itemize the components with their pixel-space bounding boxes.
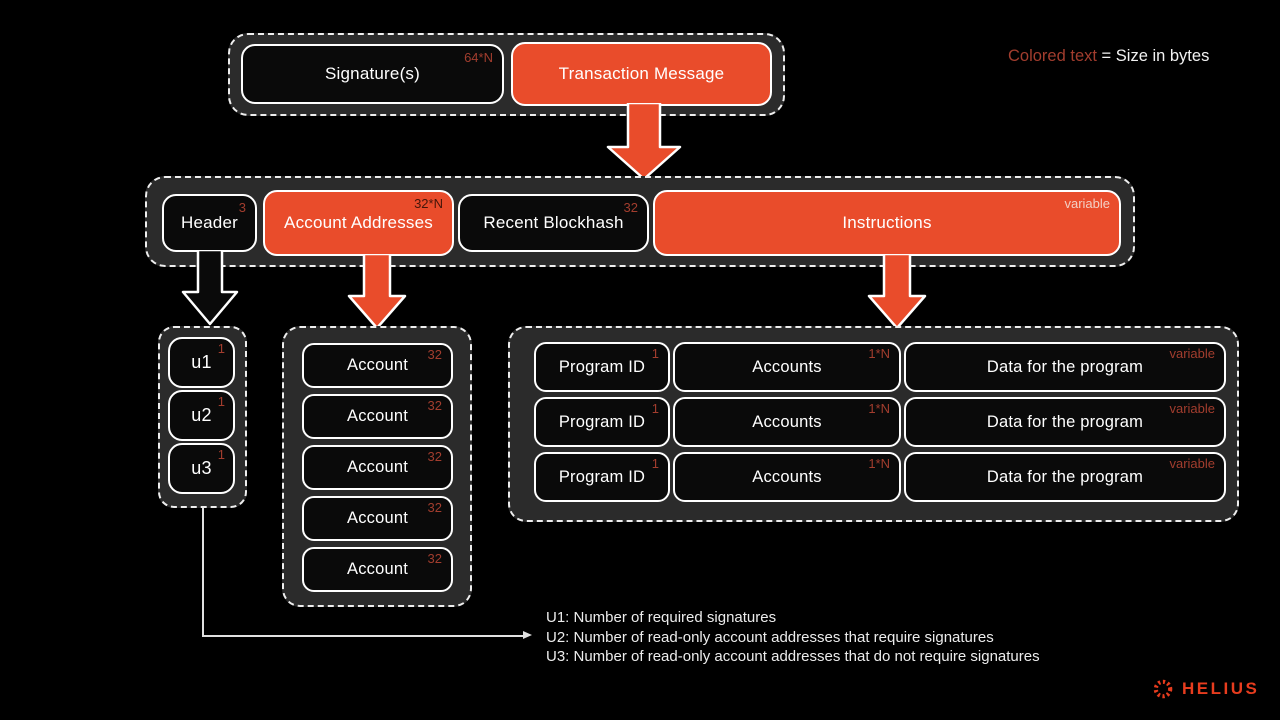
instr-accounts-label: Accounts: [752, 412, 822, 431]
program-id-size: 1: [651, 456, 659, 471]
note-u1: U1: Number of required signatures: [546, 609, 777, 626]
account-size: 32: [427, 449, 442, 464]
recent-blockhash-size: 32: [623, 200, 638, 215]
program-id-node: Program ID 1: [534, 452, 670, 502]
instr-accounts-size: 1*N: [868, 401, 890, 416]
legend-size-in-bytes: Colored text = Size in bytes: [1008, 47, 1209, 66]
account-node: Account 32: [302, 496, 453, 541]
program-id-label: Program ID: [558, 467, 646, 486]
arrow-header-down-icon: [181, 250, 239, 326]
account-node: Account 32: [302, 547, 453, 592]
program-id-node: Program ID 1: [534, 342, 670, 392]
notes-connector-horizontal: [202, 635, 524, 637]
account-size: 32: [427, 347, 442, 362]
u3-label: u3: [191, 458, 212, 478]
notes-connector-arrowhead-icon: [523, 631, 532, 639]
instr-data-size: variable: [1169, 456, 1215, 471]
instr-data-label: Data for the program: [986, 412, 1144, 431]
account-addresses-label: Account Addresses: [284, 213, 433, 232]
program-id-size: 1: [651, 346, 659, 361]
account-node: Account 32: [302, 445, 453, 490]
account-size: 32: [427, 551, 442, 566]
instructions-node: Instructions variable: [653, 190, 1121, 256]
transaction-group: Signature(s) 64*N Transaction Message: [228, 33, 785, 116]
header-field-notes: U1: Number of required signatures U2: Nu…: [546, 608, 1040, 667]
accounts-group: Account 32 Account 32 Account 32 Account…: [282, 326, 472, 607]
instr-data-size: variable: [1169, 346, 1215, 361]
program-id-size: 1: [651, 401, 659, 416]
transaction-message-node: Transaction Message: [511, 42, 772, 106]
account-label: Account: [346, 407, 409, 425]
u2-label: u2: [191, 405, 212, 425]
helius-logo-icon: [1153, 679, 1173, 699]
notes-connector-vertical: [202, 508, 204, 636]
account-size: 32: [427, 398, 442, 413]
instr-data-node: Data for the program variable: [904, 397, 1226, 447]
signatures-node: Signature(s) 64*N: [241, 44, 504, 104]
instr-accounts-node: Accounts 1*N: [673, 452, 901, 502]
arrow-message-down-icon: [606, 103, 682, 181]
account-addresses-size: 32*N: [414, 196, 443, 211]
recent-blockhash-label: Recent Blockhash: [483, 213, 624, 232]
u3-size: 1: [217, 447, 225, 462]
account-label: Account: [346, 509, 409, 527]
instr-accounts-label: Accounts: [752, 467, 822, 486]
instructions-size: variable: [1064, 196, 1110, 211]
instructions-label: Instructions: [842, 213, 932, 232]
legend-colored-text: Colored text: [1008, 47, 1097, 65]
instructions-group: Program ID 1 Accounts 1*N Data for the p…: [508, 326, 1239, 522]
header-size: 3: [238, 200, 246, 215]
helius-logo-text: HELIUS: [1182, 679, 1260, 698]
instr-data-label: Data for the program: [986, 467, 1144, 486]
instr-accounts-node: Accounts 1*N: [673, 342, 901, 392]
instr-data-node: Data for the program variable: [904, 342, 1226, 392]
recent-blockhash-node: Recent Blockhash 32: [458, 194, 649, 252]
program-id-label: Program ID: [558, 412, 646, 431]
note-u2: U2: Number of read-only account addresse…: [546, 628, 994, 646]
u2-size: 1: [217, 394, 225, 409]
signatures-size: 64*N: [464, 50, 493, 65]
arrow-account-addresses-down-icon: [347, 254, 407, 330]
u1-node: u1 1: [168, 337, 235, 388]
program-id-label: Program ID: [558, 357, 646, 376]
account-label: Account: [346, 458, 409, 476]
u2-node: u2 1: [168, 390, 235, 441]
arrow-instructions-down-icon: [867, 254, 927, 330]
u1-label: u1: [191, 352, 212, 372]
account-node: Account 32: [302, 343, 453, 388]
instr-data-node: Data for the program variable: [904, 452, 1226, 502]
note-u3: U3: Number of read-only account addresse…: [546, 648, 1040, 665]
instr-accounts-size: 1*N: [868, 456, 890, 471]
instr-data-label: Data for the program: [986, 357, 1144, 376]
header-fields-group: u1 1 u2 1 u3 1: [158, 326, 247, 508]
account-label: Account: [346, 560, 409, 578]
helius-logo: HELIUS: [1152, 678, 1259, 700]
header-label: Header: [181, 213, 238, 232]
instr-data-size: variable: [1169, 401, 1215, 416]
message-group: Header 3 Account Addresses 32*N Recent B…: [145, 176, 1135, 267]
signatures-label: Signature(s): [325, 64, 420, 83]
instr-accounts-size: 1*N: [868, 346, 890, 361]
u1-size: 1: [217, 341, 225, 356]
account-label: Account: [346, 356, 409, 374]
header-node: Header 3: [162, 194, 257, 252]
instr-accounts-label: Accounts: [752, 357, 822, 376]
transaction-message-label: Transaction Message: [558, 64, 725, 83]
account-node: Account 32: [302, 394, 453, 439]
account-addresses-node: Account Addresses 32*N: [263, 190, 454, 256]
u3-node: u3 1: [168, 443, 235, 494]
program-id-node: Program ID 1: [534, 397, 670, 447]
legend-rest-text: = Size in bytes: [1096, 47, 1210, 65]
instr-accounts-node: Accounts 1*N: [673, 397, 901, 447]
account-size: 32: [427, 500, 442, 515]
